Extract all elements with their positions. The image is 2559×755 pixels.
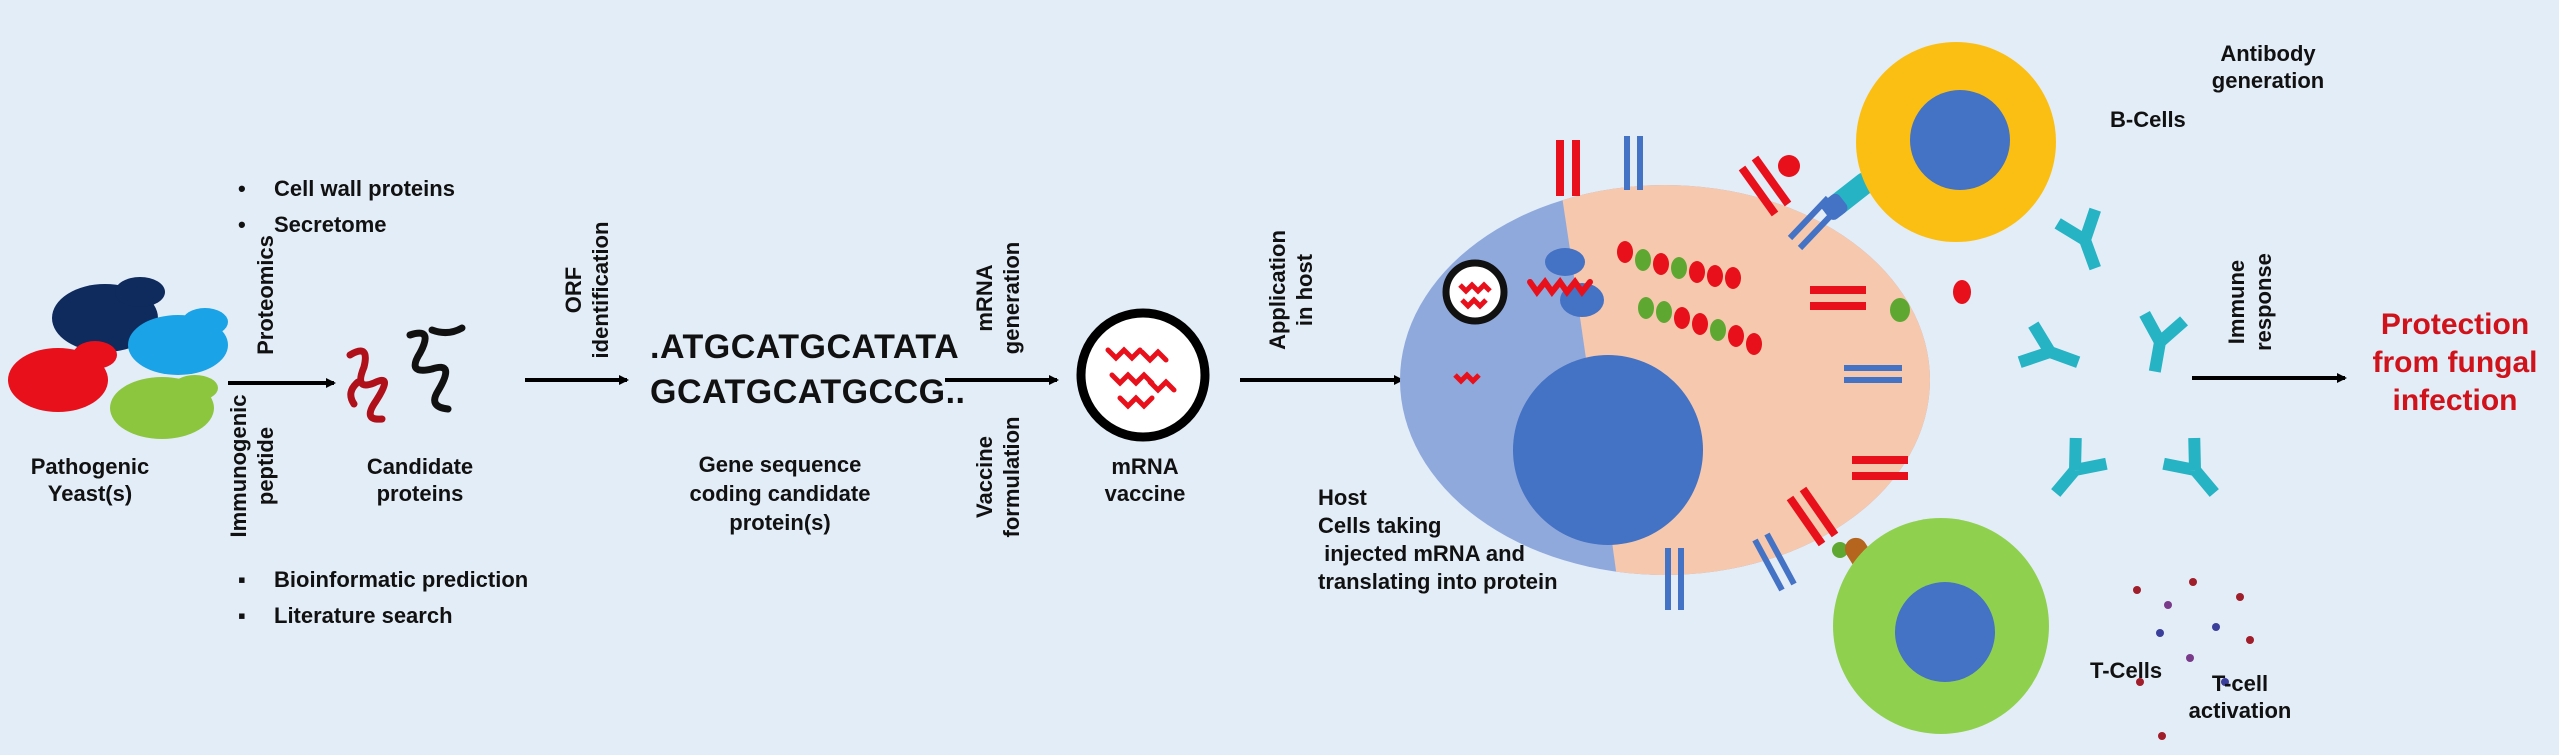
mrna-vaccine-icon — [1076, 308, 1210, 442]
label-gene-sequence: Gene sequence coding candidate protein(s… — [689, 452, 871, 535]
host-nucleus — [1513, 355, 1703, 545]
bullet-bioinformatic-prediction: ▪Bioinformatic prediction — [238, 567, 529, 592]
label-antibody-generation: Antibody generation — [2211, 41, 2325, 93]
gene-sequence-text: .ATGCATGCATATA GCATGCATGCCG.. — [650, 325, 966, 415]
label-t-cell-activation: T-cell activation — [2188, 671, 2292, 723]
surface-antigen-icons — [1556, 140, 1971, 558]
bottom-bullet-list: ▪Bioinformatic prediction ▪Literature se… — [238, 562, 528, 634]
cytokine-dots — [2133, 578, 2254, 740]
label-orf-identification: ORF identification — [561, 221, 613, 359]
endosome-icon — [1442, 259, 1508, 325]
candidate-proteins-icon — [346, 324, 466, 423]
label-mrna-vaccine: mRNA vaccine — [1104, 454, 1186, 506]
label-protection-outcome: Protection from fungal infection — [2372, 308, 2538, 417]
b-cell-receptor-icon — [1821, 172, 1876, 220]
t-cell — [1833, 518, 2049, 734]
label-mrna-generation: mRNA generation — [972, 241, 1024, 355]
sequence-line-1: .ATGCATGCATATA — [650, 328, 960, 366]
label-t-cells: T-Cells — [2090, 658, 2163, 683]
bullet-cell-wall-proteins: •Cell wall proteins — [238, 176, 455, 201]
top-bullet-list: •Cell wall proteins •Secretome — [238, 171, 455, 243]
label-immune-response: Immune response — [2224, 253, 2276, 351]
label-application-in-host: Application in host — [1265, 230, 1317, 350]
label-host-cells: Host Cells taking injected mRNA and tran… — [1318, 485, 1558, 594]
bullet-secretome: •Secretome — [238, 212, 387, 237]
antibody-icons — [2017, 207, 2219, 497]
sequence-line-2: GCATGCATGCCG.. — [650, 373, 966, 411]
label-candidate-proteins: Candidate proteins — [366, 454, 474, 506]
label-immunogenic-peptide: Immunogenic peptide — [226, 394, 278, 538]
label-proteomics: Proteomics — [253, 235, 278, 355]
pathogenic-yeast-icon — [8, 277, 228, 439]
label-b-cells: B-Cells — [2110, 107, 2186, 132]
b-cell — [1856, 42, 2056, 242]
peptide-chain-icon — [1617, 241, 1762, 355]
label-pathogenic-yeast: Pathogenic Yeast(s) — [30, 454, 150, 506]
free-mrna-icon — [1453, 371, 1481, 385]
bullet-literature-search: ▪Literature search — [238, 603, 453, 628]
label-vaccine-formulation: Vaccine formulation — [972, 416, 1024, 538]
